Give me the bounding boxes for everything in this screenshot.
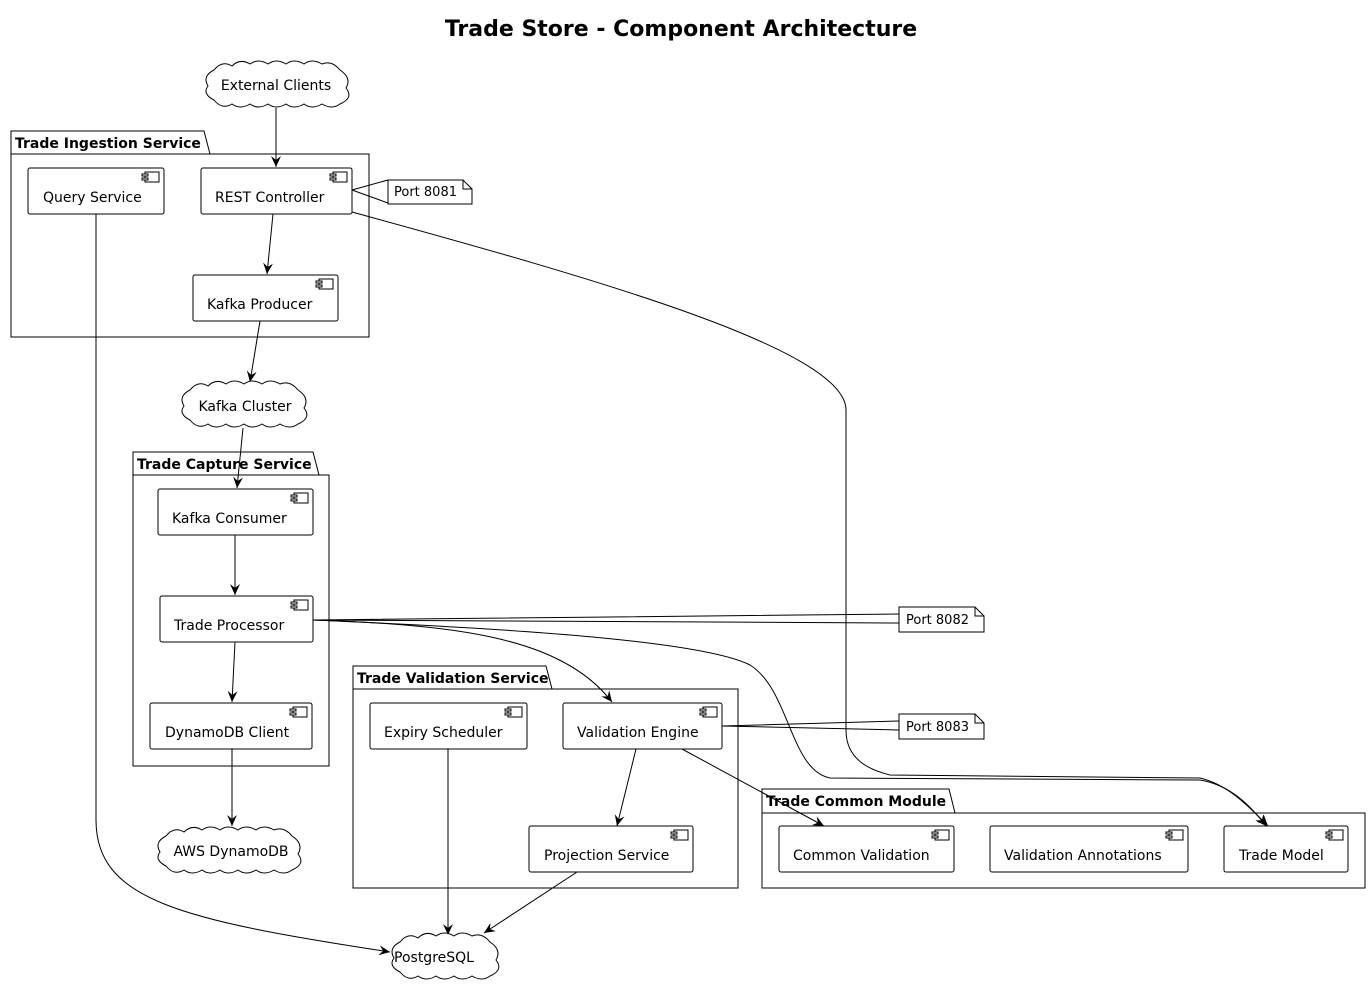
component-rest-controller: REST Controller xyxy=(200,167,353,215)
component-label: Trade Processor xyxy=(173,618,284,634)
component-kafka-producer: Kafka Producer xyxy=(192,274,339,322)
component-projection-service: Projection Service xyxy=(528,825,694,873)
cloud-postgresql: PostgreSQL xyxy=(391,932,500,980)
component-dynamodb-client: DynamoDB Client xyxy=(149,702,313,750)
cloud-label: Kafka Cluster xyxy=(198,399,291,415)
component-trade-model: Trade Model xyxy=(1223,825,1349,873)
note-port-8082: Port 8082 xyxy=(898,606,985,633)
edge-query-service-to-postgresql xyxy=(95,214,391,956)
component-validation-annotations: Validation Annotations xyxy=(989,825,1189,873)
component-query-service: Query Service xyxy=(27,167,165,215)
component-kafka-consumer: Kafka Consumer xyxy=(157,488,314,536)
component-label: Projection Service xyxy=(544,848,669,864)
edge-rest-controller-to-kafka-producer xyxy=(263,213,274,275)
cloud-external-clients: External Clients xyxy=(205,60,350,108)
cloud-kafka-cluster: Kafka Cluster xyxy=(181,380,308,428)
note-connector-port-8082 xyxy=(312,613,900,624)
component-label: Validation Engine xyxy=(577,725,699,741)
edge-validation-engine-to-projection-service xyxy=(614,748,637,827)
cloud-aws-dynamodb: AWS DynamoDB xyxy=(157,826,302,874)
component-label: DynamoDB Client xyxy=(165,725,290,741)
component-label: Query Service xyxy=(43,190,142,206)
component-label: Kafka Producer xyxy=(207,297,313,313)
edge-kafka-cluster-to-kafka-consumer xyxy=(233,427,244,489)
note-connector-port-8083 xyxy=(721,720,900,731)
note-port-8083: Port 8083 xyxy=(898,713,985,740)
note-port-8081: Port 8081 xyxy=(387,179,473,205)
component-common-validation: Common Validation xyxy=(778,825,955,873)
note-connector-port-8081 xyxy=(351,179,389,204)
component-trade-processor: Trade Processor xyxy=(159,595,314,643)
component-label: REST Controller xyxy=(215,190,325,206)
component-label: Trade Model xyxy=(1238,848,1324,864)
edge-trade-processor-to-dynamodb-client xyxy=(227,641,238,703)
edge-validation-engine-to-common-validation xyxy=(681,748,825,827)
edges xyxy=(95,108,1269,956)
cloud-label: PostgreSQL xyxy=(394,950,474,966)
package-label: Trade Validation Service xyxy=(357,671,549,687)
edge-kafka-producer-to-kafka-cluster xyxy=(246,320,261,383)
package-label: Trade Ingestion Service xyxy=(15,136,201,152)
component-label: Kafka Consumer xyxy=(172,511,287,527)
component-validation-engine: Validation Engine xyxy=(562,702,723,750)
component-label: Validation Annotations xyxy=(1004,848,1162,864)
cloud-label: External Clients xyxy=(221,78,331,94)
package-label: Trade Capture Service xyxy=(137,457,312,473)
note-label: Port 8082 xyxy=(906,613,969,628)
edge-rest-controller-to-trade-model xyxy=(351,211,1269,827)
edge-projection-service-to-postgresql xyxy=(483,871,578,934)
package-label: Trade Common Module xyxy=(766,794,946,810)
component-label: Expiry Scheduler xyxy=(384,725,503,741)
cloud-label: AWS DynamoDB xyxy=(173,844,288,860)
diagram-title: Trade Store - Component Architecture xyxy=(445,17,917,42)
component-expiry-scheduler: Expiry Scheduler xyxy=(369,702,528,750)
note-label: Port 8083 xyxy=(906,720,969,735)
note-label: Port 8081 xyxy=(394,185,457,200)
component-label: Common Validation xyxy=(793,848,930,864)
